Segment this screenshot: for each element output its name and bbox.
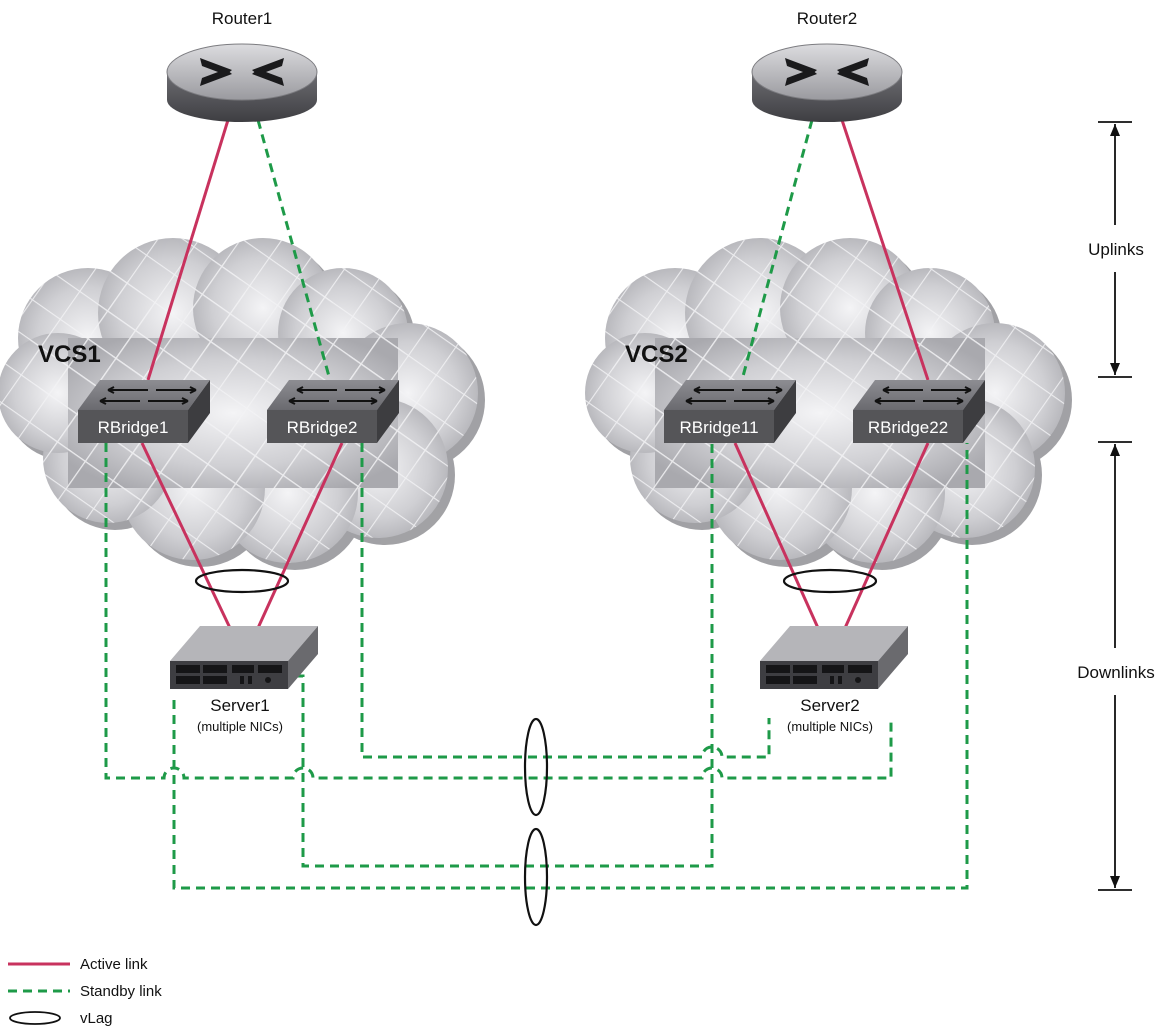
server1 bbox=[170, 626, 318, 689]
rbridge22-label: RBridge22 bbox=[868, 418, 948, 437]
router1 bbox=[166, 43, 318, 122]
vcs2-label: VCS2 bbox=[625, 341, 688, 368]
rbridge1-switch bbox=[78, 380, 210, 443]
rbridge2-label: RBridge2 bbox=[287, 418, 358, 437]
router-arrows-icon bbox=[200, 58, 284, 86]
server1-label: Server1 bbox=[210, 696, 270, 715]
standby-link-rbridge1-server2 bbox=[104, 443, 893, 780]
switch-arrows-icon bbox=[874, 386, 972, 405]
switch-arrows-icon bbox=[99, 386, 197, 405]
legend-active-label: Active link bbox=[80, 956, 148, 973]
switch-arrows-icon bbox=[288, 386, 386, 405]
router2-label: Router2 bbox=[797, 9, 857, 28]
vlag-server1 bbox=[194, 568, 290, 594]
uplinks-label: Uplinks bbox=[1088, 240, 1144, 259]
router1-label: Router1 bbox=[212, 9, 272, 28]
active-link-rbridge2-server1 bbox=[256, 442, 344, 629]
vcs1-cloud bbox=[0, 238, 485, 570]
switch-arrows-icon bbox=[685, 386, 783, 405]
vlag-crossover-upper bbox=[523, 717, 549, 817]
server-bays-icon bbox=[176, 665, 282, 684]
vlag-server2 bbox=[782, 568, 878, 594]
vcs1-label: VCS1 bbox=[38, 341, 101, 368]
server2-sublabel: (multiple NICs) bbox=[787, 719, 873, 734]
server-bays-icon bbox=[766, 665, 872, 684]
standby-link-server1-rbridge22 bbox=[172, 443, 969, 890]
server2-label: Server2 bbox=[800, 696, 860, 715]
active-link-rbridge1-server1 bbox=[140, 442, 232, 629]
downlinks-scale-bar bbox=[1098, 441, 1132, 891]
vlag-crossover-lower bbox=[523, 827, 549, 927]
rbridge11-label: RBridge11 bbox=[679, 418, 758, 437]
active-link-router2-rbridge22 bbox=[840, 119, 930, 381]
router2 bbox=[751, 43, 903, 122]
active-link-rbridge22-server2 bbox=[843, 442, 930, 629]
vcs2-cloud bbox=[585, 238, 1072, 570]
legend-vlag-label: vLag bbox=[80, 1010, 113, 1027]
server1-sublabel: (multiple NICs) bbox=[197, 719, 283, 734]
downlinks-label: Downlinks bbox=[1077, 663, 1154, 682]
server2 bbox=[760, 626, 908, 689]
router-arrows-icon bbox=[785, 58, 869, 86]
uplinks-scale-bar bbox=[1098, 121, 1132, 378]
legend-standby-label: Standby link bbox=[80, 983, 162, 1000]
active-link-router1-rbridge1 bbox=[146, 119, 230, 381]
rbridge11-switch bbox=[664, 380, 796, 443]
rbridge1-label: RBridge1 bbox=[98, 418, 169, 437]
rbridge22-switch bbox=[853, 380, 985, 443]
rbridge2-switch bbox=[267, 380, 399, 443]
legend-vlag-swatch bbox=[9, 1011, 61, 1025]
legend: Active link Standby link vLag bbox=[8, 956, 162, 1027]
active-link-rbridge11-server2 bbox=[733, 442, 820, 629]
